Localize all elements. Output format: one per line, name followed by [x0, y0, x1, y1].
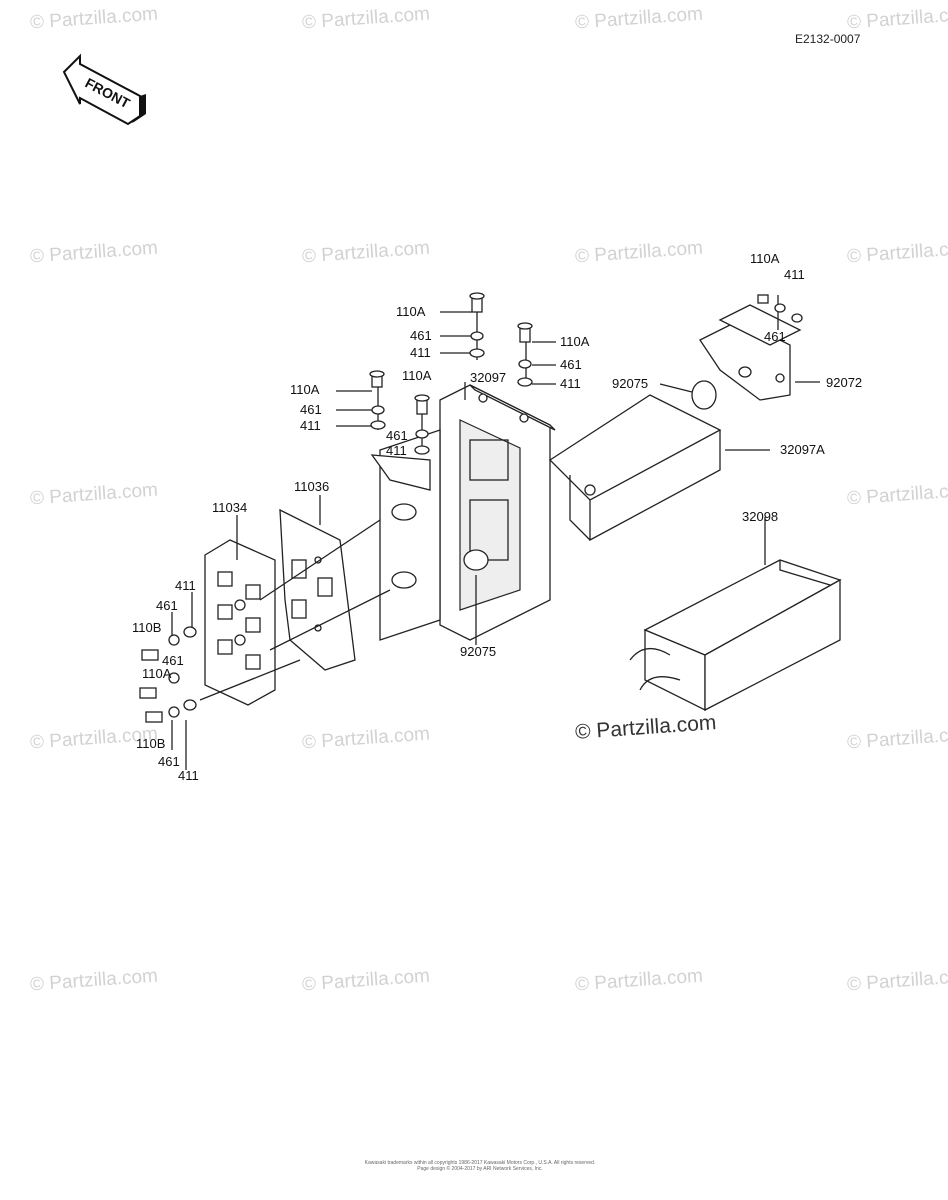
part-label: 461 [162, 653, 184, 668]
battery-tray [629, 559, 842, 712]
part-label: 461 [560, 357, 582, 372]
inner-plate [279, 508, 356, 671]
part-label: 461 [764, 329, 786, 344]
part-label: 461 [158, 754, 180, 769]
part-label: 411 [178, 768, 199, 783]
part-label: 110B [136, 736, 165, 751]
cover-plate [204, 539, 276, 706]
footer-line: Kawasaki trademarks within all copyright… [364, 1160, 596, 1166]
part-label: 11036 [294, 479, 329, 494]
part-label: 461 [386, 428, 408, 443]
part-label: 411 [560, 376, 581, 391]
part-label: 92072 [826, 375, 862, 390]
part-label: 461 [410, 328, 432, 343]
leader-lines [171, 295, 820, 770]
part-label: 32097A [780, 442, 825, 457]
part-label: 110A [142, 666, 172, 681]
part-label: 110A [402, 368, 432, 383]
part-label: 110B [132, 620, 161, 635]
front-arrow-icon: FRONT [62, 53, 146, 126]
part-label: 110A [290, 382, 320, 397]
part-label: 110A [560, 334, 590, 349]
part-label: 411 [784, 267, 805, 282]
footer-line: Page design © 2004-2017 by ARI Network S… [417, 1166, 543, 1172]
part-label: 411 [386, 443, 407, 458]
part-label: 110A [750, 251, 780, 266]
part-label: 92075 [460, 644, 496, 659]
part-label: 411 [300, 418, 321, 433]
battery-case [370, 384, 722, 641]
fasteners [139, 292, 803, 723]
part-label: 461 [300, 402, 322, 417]
diagram-code: E2132-0007 [795, 32, 861, 46]
part-label: 411 [410, 345, 431, 360]
part-label: 32097 [470, 370, 506, 385]
copyright-footer: Kawasaki trademarks within all copyright… [330, 1160, 630, 1172]
part-label: 11034 [212, 500, 247, 515]
part-label: 92075 [612, 376, 648, 391]
part-label: 461 [156, 598, 178, 613]
part-label: 110A [396, 304, 426, 319]
part-label: 411 [175, 578, 196, 593]
damper-right [659, 380, 717, 410]
bracket [699, 304, 802, 401]
part-label: 32098 [742, 509, 778, 524]
